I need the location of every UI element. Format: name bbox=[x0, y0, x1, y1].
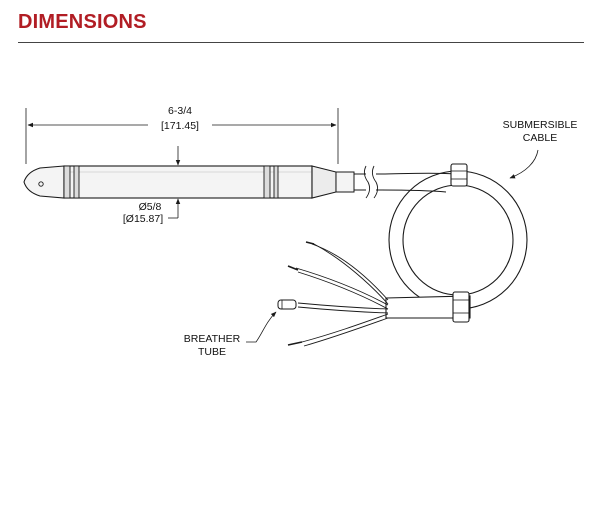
cable-callout-leader bbox=[509, 149, 539, 179]
cable-break-mark-2 bbox=[371, 165, 379, 199]
sensor-cylinder bbox=[63, 165, 313, 199]
cable-jacket-end bbox=[385, 295, 471, 319]
breather-callout-line2: TUBE bbox=[198, 346, 226, 358]
sensor-taper bbox=[311, 165, 337, 199]
breather-callout-leader bbox=[246, 311, 277, 343]
breather-callout-line1: BREATHER bbox=[184, 333, 241, 345]
wire-3-end bbox=[287, 341, 303, 346]
sensor-band-right-2 bbox=[273, 165, 279, 199]
sensor-band-left-1 bbox=[63, 165, 71, 199]
length-inches-label: 6-3/4 bbox=[168, 105, 192, 117]
length-dimension: 6-3/4 [171.45] bbox=[25, 105, 339, 164]
cable-tie-bottom bbox=[452, 291, 470, 323]
sensor-band-left-2 bbox=[73, 165, 80, 199]
cable-gland bbox=[335, 171, 355, 193]
section-title: DIMENSIONS bbox=[18, 11, 147, 33]
wire-2-end bbox=[287, 265, 299, 271]
diameter-mm-label: [Ø15.87] bbox=[123, 213, 163, 225]
diameter-dimension: Ø5/8 [Ø15.87] bbox=[123, 146, 181, 225]
cable-callout-line1: SUBMERSIBLE bbox=[503, 119, 578, 131]
cable-break-mark-1 bbox=[363, 165, 371, 199]
sensor-band-right-1 bbox=[263, 165, 271, 199]
sensor-port-icon bbox=[38, 181, 44, 187]
cable-callout: SUBMERSIBLE CABLE bbox=[503, 119, 578, 179]
submersible-cable bbox=[354, 163, 528, 323]
cable-callout-line2: CABLE bbox=[523, 132, 557, 144]
breather-tube-callout: BREATHER TUBE bbox=[184, 311, 277, 358]
wire-1-end bbox=[305, 241, 315, 245]
diameter-inches-label: Ø5/8 bbox=[139, 201, 162, 213]
length-mm-label: [171.45] bbox=[161, 120, 199, 132]
cable-tie-top bbox=[450, 163, 468, 187]
sensor-body bbox=[23, 165, 355, 199]
sensor-nose bbox=[23, 165, 65, 199]
breather-tube-end bbox=[277, 299, 297, 310]
section-header: DIMENSIONS bbox=[18, 10, 584, 43]
cable-coil-outer bbox=[388, 170, 528, 310]
cable-coil-inner bbox=[402, 184, 514, 296]
lead-wires bbox=[277, 241, 389, 347]
